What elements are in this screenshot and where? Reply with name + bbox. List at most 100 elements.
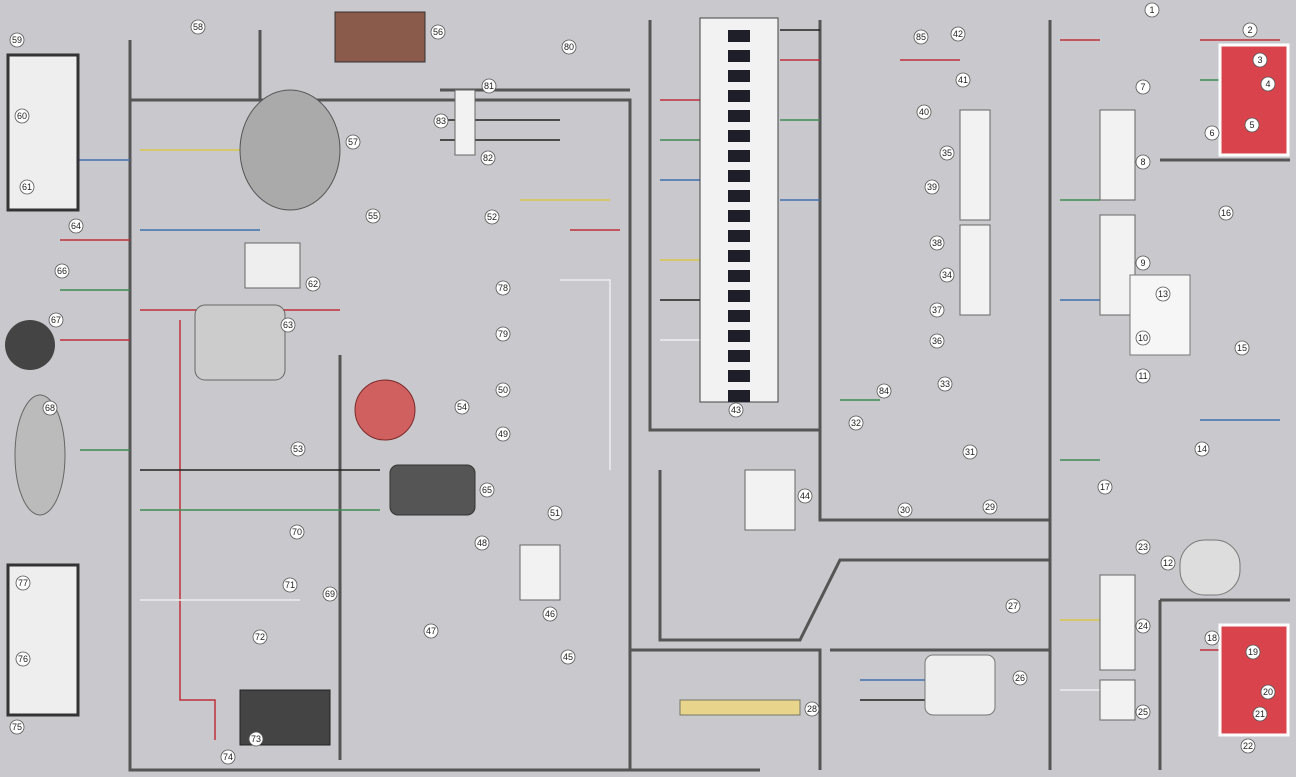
- callout-31: 31: [962, 444, 978, 460]
- connector-28: [679, 699, 801, 716]
- fuse: [728, 30, 750, 42]
- callout-18: 18: [1204, 630, 1220, 646]
- callout-number: 11: [1138, 371, 1147, 381]
- relay-56: [334, 11, 426, 63]
- callout-number: 31: [965, 447, 975, 457]
- callout-circle: [430, 24, 446, 40]
- fuse: [728, 70, 750, 82]
- callout-number: 56: [433, 27, 443, 37]
- wiper-switch-9: [1099, 214, 1136, 316]
- callout-70: 70: [289, 524, 305, 540]
- callout-number: 18: [1207, 633, 1217, 643]
- callout-number: 52: [487, 212, 497, 222]
- callout-circle: [897, 502, 913, 518]
- callout-number: 75: [12, 722, 22, 732]
- callout-number: 83: [436, 116, 446, 126]
- callout-circle: [1135, 368, 1151, 384]
- callout-number: 78: [498, 283, 508, 293]
- generator-57: [239, 89, 341, 211]
- callout-68: 68: [42, 400, 58, 416]
- callout-circle: [913, 29, 929, 45]
- callout-circle: [848, 415, 864, 431]
- callout-number: 3: [1257, 55, 1262, 65]
- callout-circle: [560, 649, 576, 665]
- callout-56: 56: [430, 24, 446, 40]
- callout-85: 85: [913, 29, 929, 45]
- callout-circle: [1245, 644, 1261, 660]
- connector-83: [454, 89, 476, 156]
- callout-number: 79: [498, 329, 508, 339]
- callout-79: 79: [495, 326, 511, 342]
- callout-78: 78: [495, 280, 511, 296]
- fuse: [728, 190, 750, 202]
- callout-number: 29: [985, 502, 995, 512]
- callout-circle: [1135, 539, 1151, 555]
- callout-number: 71: [285, 580, 295, 590]
- callout-circle: [345, 134, 361, 150]
- callout-circle: [939, 267, 955, 283]
- callout-24: 24: [1135, 618, 1151, 634]
- callout-number: 64: [71, 221, 81, 231]
- callout-number: 23: [1138, 542, 1148, 552]
- callout-30: 30: [897, 502, 913, 518]
- callout-7: 7: [1135, 79, 1151, 95]
- callout-46: 46: [542, 606, 558, 622]
- callout-3: 3: [1252, 52, 1268, 68]
- callout-number: 4: [1265, 79, 1270, 89]
- callout-number: 76: [18, 654, 28, 664]
- callout-number: 58: [193, 22, 203, 32]
- callout-circle: [955, 72, 971, 88]
- callout-76: 76: [15, 651, 31, 667]
- callout-number: 69: [325, 589, 335, 599]
- callout-49: 49: [495, 426, 511, 442]
- callout-circle: [220, 749, 236, 765]
- callout-64: 64: [68, 218, 84, 234]
- callout-72: 72: [252, 629, 268, 645]
- callout-circle: [305, 276, 321, 292]
- callout-circle: [9, 32, 25, 48]
- switch-block-34: [959, 224, 991, 316]
- callout-number: 40: [919, 107, 929, 117]
- callout-circle: [916, 104, 932, 120]
- callout-number: 41: [958, 75, 968, 85]
- callout-circle: [929, 302, 945, 318]
- fuse: [728, 230, 750, 242]
- callout-number: 47: [426, 626, 436, 636]
- callout-number: 22: [1243, 741, 1253, 751]
- callout-number: 37: [932, 305, 942, 315]
- callout-circle: [454, 399, 470, 415]
- fuse: [728, 110, 750, 122]
- callout-circle: [289, 524, 305, 540]
- callout-circle: [322, 586, 338, 602]
- headlamp-left-front: [6, 53, 80, 212]
- fuse: [728, 390, 750, 402]
- callout-circle: [1097, 479, 1113, 495]
- fuse: [728, 170, 750, 182]
- callout-41: 41: [955, 72, 971, 88]
- callout-circle: [1252, 52, 1268, 68]
- callout-8: 8: [1135, 154, 1151, 170]
- callout-circle: [248, 731, 264, 747]
- callout-29: 29: [982, 499, 998, 515]
- callout-48: 48: [474, 535, 490, 551]
- callout-69: 69: [322, 586, 338, 602]
- starter-63: [194, 304, 286, 381]
- fuse: [728, 370, 750, 382]
- callout-59: 59: [9, 32, 25, 48]
- callout-number: 26: [1015, 673, 1025, 683]
- callout-circle: [939, 145, 955, 161]
- callout-circle: [924, 179, 940, 195]
- callout-circle: [1204, 125, 1220, 141]
- callout-75: 75: [9, 719, 25, 735]
- callout-number: 80: [564, 42, 574, 52]
- callout-circle: [19, 179, 35, 195]
- callout-1: 1: [1144, 2, 1160, 18]
- callout-38: 38: [929, 235, 945, 251]
- callout-number: 30: [900, 505, 910, 515]
- callout-number: 53: [293, 444, 303, 454]
- callout-number: 1: [1149, 5, 1154, 15]
- fan-68: [14, 394, 66, 516]
- callout-number: 67: [51, 315, 61, 325]
